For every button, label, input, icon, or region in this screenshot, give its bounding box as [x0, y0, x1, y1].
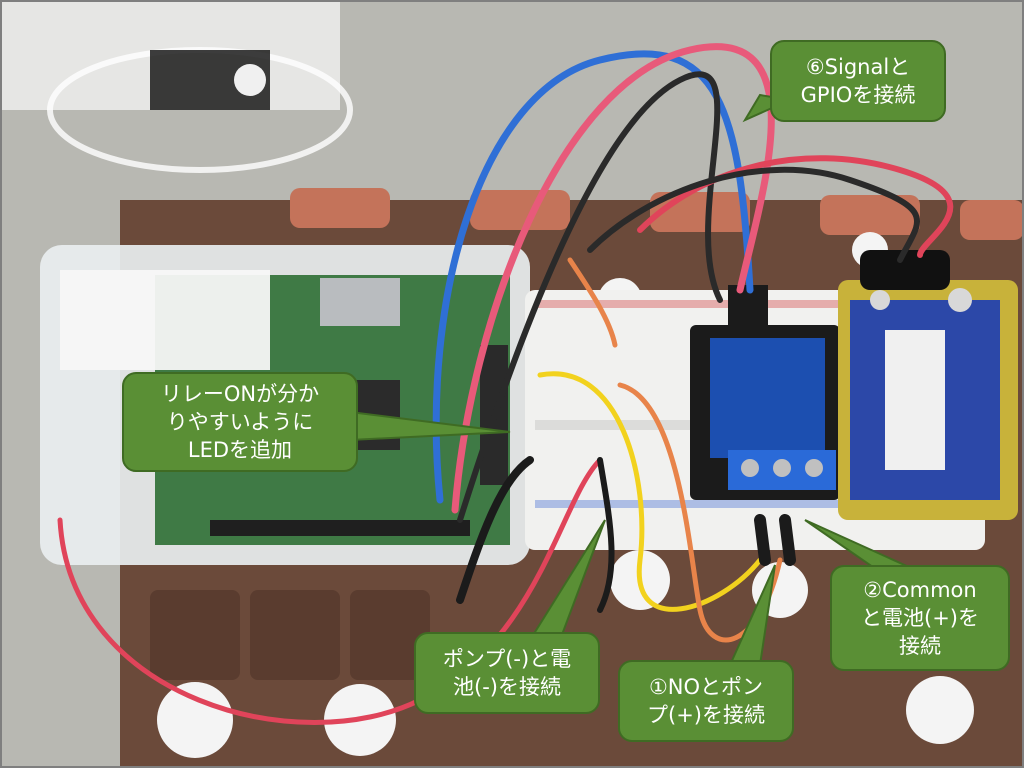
callout-pump-minus-line-1: ポンプ(-)と電 — [442, 647, 572, 671]
relay-module — [690, 285, 840, 500]
callout-led-added: リレーONが分か りやすいように LEDを追加 — [122, 372, 358, 472]
callout-common-battery-line-1: ②Common — [863, 578, 977, 602]
plastic-container — [0, 0, 353, 173]
callout-common-battery-line-3: 接続 — [899, 634, 941, 658]
callout-no-pump-plus: ①NOとポン プ(+)を接続 — [618, 660, 794, 742]
wires — [57, 43, 954, 725]
callout-pump-minus: ポンプ(-)と電 池(-)を接続 — [414, 632, 600, 714]
callout-led-added-line-2: りやすいように — [166, 410, 314, 434]
callout-led-added-line-3: LEDを追加 — [187, 438, 293, 462]
battery-9v — [838, 250, 1018, 520]
callout-signal-gpio-line-1: ⑥Signalと — [805, 55, 911, 79]
callout-no-pump-plus-line-2: プ(+)を接続 — [647, 703, 765, 727]
callout-signal-gpio-line-2: GPIOを接続 — [800, 83, 916, 107]
callout-common-battery-line-2: と電池(+)を — [861, 606, 979, 630]
callout-no-pump-plus-line-1: ①NOとポン — [648, 675, 764, 699]
callout-led-added-line-1: リレーONが分か — [160, 382, 320, 406]
callout-common-battery: ②Common と電池(+)を 接続 — [830, 565, 1010, 671]
callout-signal-gpio: ⑥Signalと GPIOを接続 — [770, 40, 946, 122]
callout-pump-minus-line-2: 池(-)を接続 — [453, 675, 561, 699]
